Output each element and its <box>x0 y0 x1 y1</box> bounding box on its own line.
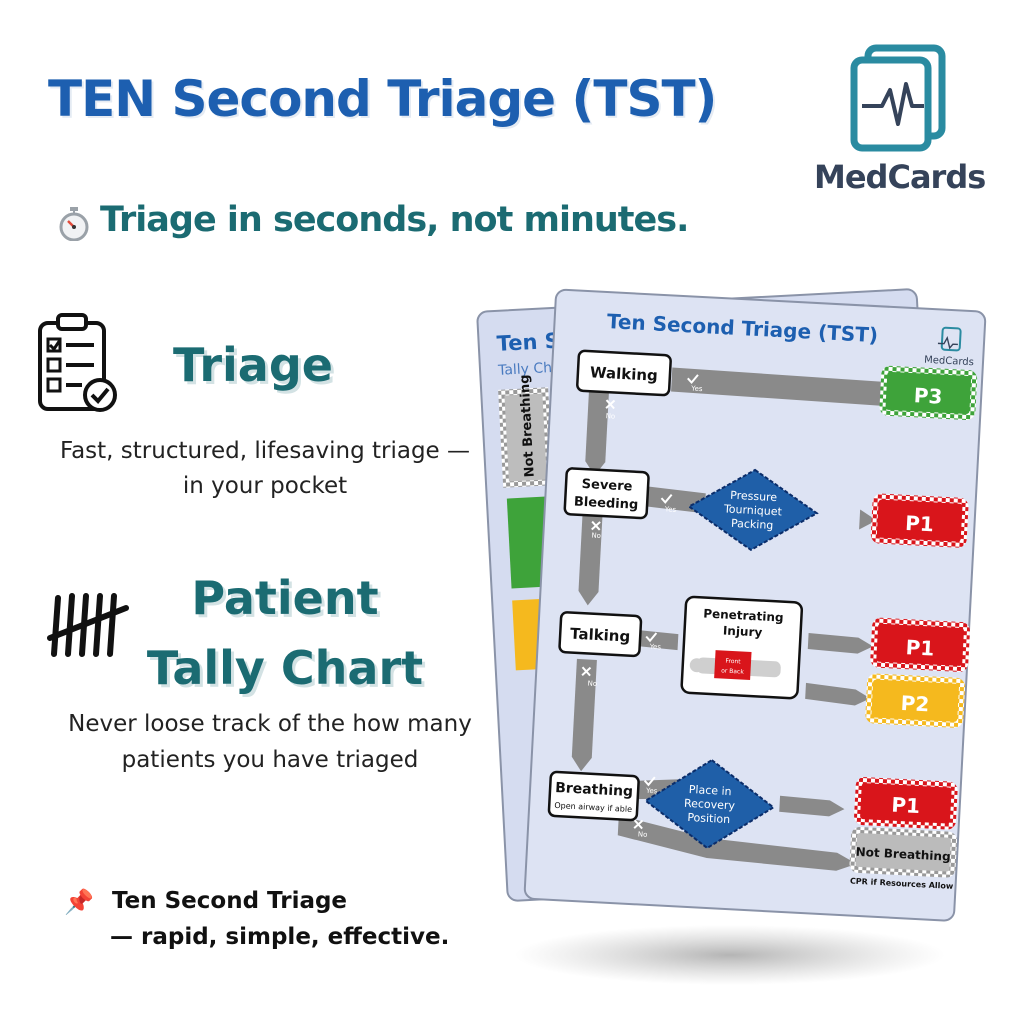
tagline: Triage in seconds, not minutes. <box>100 200 689 240</box>
outcome-p1-injury <box>870 617 970 672</box>
step-breathing-label: Breathing <box>555 780 634 800</box>
back-card-label: Not Breathing <box>517 374 537 478</box>
outcome-not-breathing <box>849 826 957 878</box>
stopwatch-icon <box>59 207 89 241</box>
outcome-p3-label: P3 <box>913 383 943 408</box>
diamond-tourniquet: Tourniquet <box>723 502 783 518</box>
outcome-p2-label: P2 <box>900 691 930 716</box>
page-title: TEN Second Triage (TST) <box>48 70 717 128</box>
step-walking-label: Walking <box>590 363 659 385</box>
diamond-recovery-label: Recovery <box>684 797 736 813</box>
footer-line1: Ten Second Triage <box>112 888 348 914</box>
no-marker: No <box>638 830 648 838</box>
injury-line2: Injury <box>723 624 763 640</box>
outcome-p2 <box>865 673 965 728</box>
injury-back: or Back <box>721 667 744 675</box>
brand-name: MedCards <box>814 158 986 196</box>
step-breathing-sub: Open airway if able <box>554 801 632 814</box>
no-marker: No <box>587 680 597 688</box>
step-talking-label: Talking <box>570 625 631 646</box>
diamond-place-in: Place in <box>689 783 732 798</box>
no-marker: No <box>591 532 601 540</box>
medcards-logo-icon <box>850 44 946 152</box>
yes-marker: Yes <box>648 643 661 652</box>
tally-heading-line1: Patient <box>191 571 379 625</box>
clipboard-checklist-icon <box>38 313 117 412</box>
step-severe-label: Severe <box>581 477 633 495</box>
injury-line1: Penetrating <box>703 606 784 624</box>
back-card-subtitle: Tally Ch <box>497 360 553 379</box>
diamond-pressure: Pressure <box>730 489 778 504</box>
diamond-packing: Packing <box>731 517 774 532</box>
footer-line2: — rapid, simple, effective. <box>110 924 450 950</box>
outcome-p1-breathing-label: P1 <box>891 793 921 818</box>
pushpin-icon: 📌 <box>64 888 94 916</box>
outcome-p1-bleeding <box>870 493 969 548</box>
step-bleeding-label: Bleeding <box>574 495 639 513</box>
step-talking <box>558 611 643 658</box>
triage-heading: Triage <box>173 338 333 392</box>
step-walking <box>576 349 672 397</box>
no-marker: No <box>605 412 615 420</box>
step-severe-bleeding <box>563 467 650 520</box>
injury-front: Front <box>725 658 741 666</box>
card-brand: MedCards <box>924 355 974 369</box>
outcome-p1-breathing <box>854 777 958 830</box>
outcome-p1-injury-label: P1 <box>905 635 935 660</box>
yes-marker: Yes <box>664 505 677 514</box>
outcome-p3 <box>879 365 978 420</box>
diamond-position: Position <box>687 811 730 826</box>
tally-heading-line2: Tally Chart <box>146 641 424 695</box>
diamond-recovery <box>643 758 776 850</box>
outcome-not-breathing-label: Not Breathing <box>855 845 951 864</box>
outcome-p1-bleeding-label: P1 <box>905 511 935 536</box>
card-shadow <box>515 925 945 985</box>
step-breathing <box>547 770 640 822</box>
tally-description: Never loose track of the how many patien… <box>68 711 472 773</box>
tally-marks-icon <box>47 593 129 657</box>
yes-marker: Yes <box>645 787 658 796</box>
diamond-bleeding-control <box>687 468 819 552</box>
triage-description: Fast, structured, lifesaving triage — in… <box>59 438 471 499</box>
yes-marker: Yes <box>690 384 703 393</box>
front-card: Ten Second Triage (TST) MedCards Walking… <box>523 288 987 922</box>
tally-heading: Patient Tally Chart <box>130 563 440 703</box>
